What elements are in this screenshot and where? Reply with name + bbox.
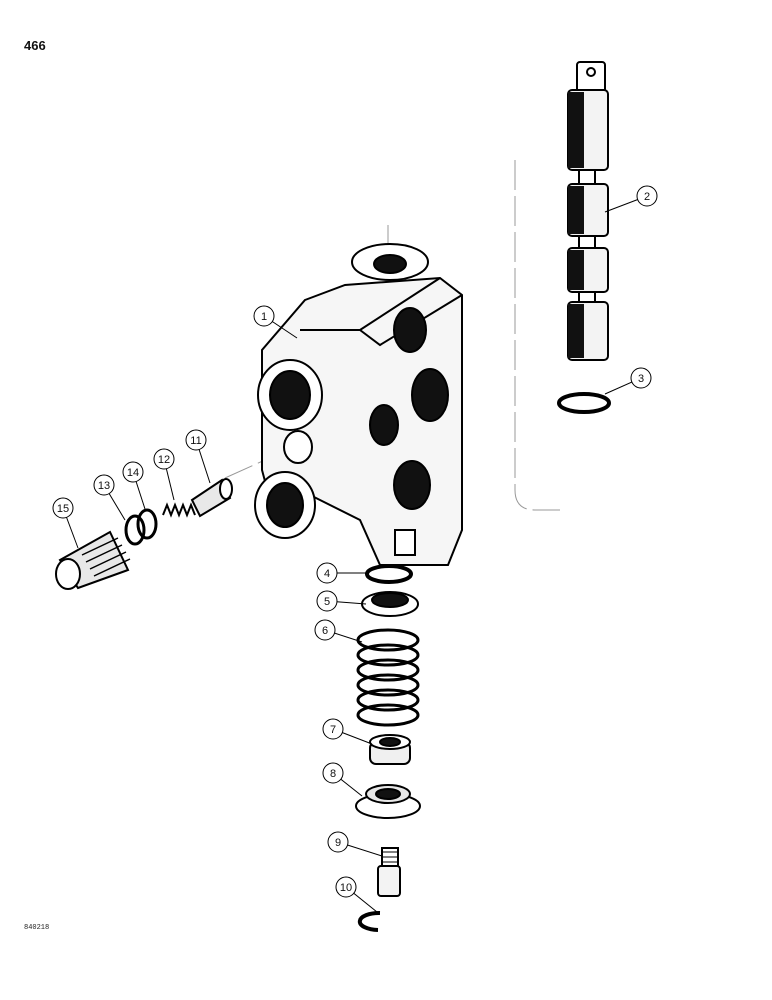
callout-2: 2	[604, 185, 658, 213]
valve-body-part	[254, 243, 463, 566]
callout-circle	[630, 367, 652, 389]
plug-part	[55, 530, 131, 590]
callout-circle	[122, 461, 144, 483]
callout-circle	[253, 305, 275, 327]
callout-1: 1	[253, 305, 298, 339]
callout-label: 3	[638, 373, 644, 385]
callout-label: 9	[335, 837, 341, 849]
callout-circle	[316, 562, 338, 584]
spool-part	[567, 61, 609, 361]
callout-8: 8	[322, 762, 363, 797]
callout-label: 12	[158, 454, 170, 466]
callout-circle	[322, 718, 344, 740]
callout-label: 15	[57, 503, 69, 515]
callout-5: 5	[316, 590, 367, 612]
callout-label: 5	[324, 596, 330, 608]
spring-part	[356, 628, 420, 727]
callout-label: 7	[330, 724, 336, 736]
callout-6: 6	[314, 619, 363, 643]
check-poppet-part	[190, 478, 233, 518]
callout-circle	[93, 474, 115, 496]
callout-4: 4	[316, 562, 368, 584]
callout-3: 3	[604, 367, 652, 395]
callout-13: 13	[93, 474, 126, 521]
callout-circle	[314, 619, 336, 641]
snap-ring-part	[357, 910, 381, 932]
bolt-part	[377, 847, 401, 897]
callout-label: 10	[340, 882, 352, 894]
callout-circle	[322, 762, 344, 784]
check-spring-part	[162, 502, 196, 518]
callout-7: 7	[322, 718, 373, 745]
o-ring-plug-part	[124, 514, 146, 546]
washer-cup-part	[361, 591, 419, 617]
callout-15: 15	[52, 497, 79, 549]
callout-circle	[316, 590, 338, 612]
o-ring-spool-part	[557, 392, 611, 414]
callout-label: 13	[98, 480, 110, 492]
callout-circle	[335, 876, 357, 898]
spacer-part	[369, 734, 411, 765]
callout-label: 2	[644, 191, 650, 203]
callout-circle	[636, 185, 658, 207]
callout-label: 11	[190, 435, 201, 447]
o-ring-part	[365, 564, 413, 584]
callout-circle	[327, 831, 349, 853]
callout-circle	[153, 448, 175, 470]
callout-label: 6	[322, 625, 328, 637]
callout-12: 12	[153, 448, 175, 501]
callout-label: 4	[324, 568, 330, 580]
callout-label: 8	[330, 768, 336, 780]
figure-code: 840218	[24, 924, 50, 932]
callout-circle	[52, 497, 74, 519]
callout-9: 9	[327, 831, 383, 857]
callout-11: 11	[185, 429, 211, 484]
callout-label: 14	[127, 467, 139, 479]
backup-ring-part	[136, 508, 158, 540]
callout-10: 10	[335, 876, 378, 913]
callout-circle	[185, 429, 207, 451]
callout-label: 1	[261, 311, 267, 323]
retainer-part	[355, 784, 421, 819]
page-number: 466	[24, 38, 46, 53]
callout-14: 14	[122, 461, 146, 510]
